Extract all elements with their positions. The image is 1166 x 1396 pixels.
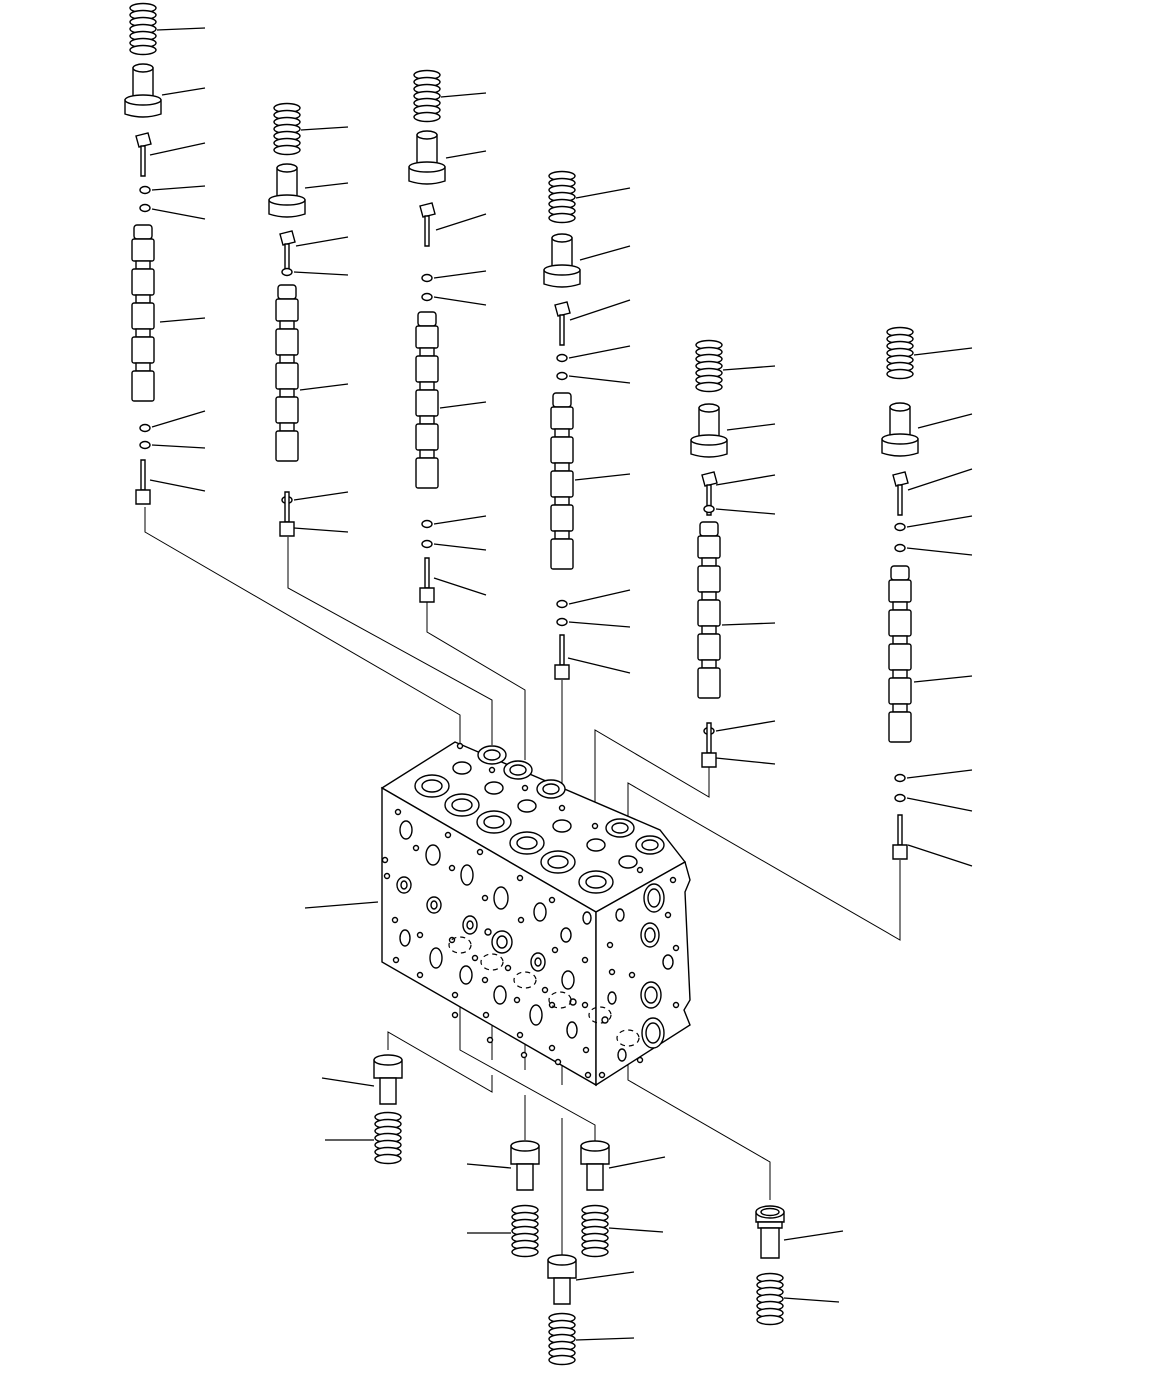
- o-ring: [139, 423, 151, 433]
- spring-retainer: [543, 233, 581, 288]
- side-face-holes: [598, 866, 680, 1079]
- o-ring: [556, 353, 568, 363]
- front-face-holes: [381, 808, 640, 1079]
- valve-stack-4: [543, 170, 631, 680]
- stopper: [419, 202, 436, 247]
- top-ports: [414, 742, 665, 894]
- plug: [135, 459, 151, 505]
- bottom-cap: [547, 1254, 577, 1305]
- spring-retainer: [690, 403, 728, 458]
- stopper: [279, 230, 296, 275]
- spring: [511, 1204, 539, 1258]
- bottom-parts: [321, 1054, 844, 1366]
- o-ring: [894, 773, 906, 783]
- bottom-cap: [373, 1054, 403, 1105]
- spring: [273, 102, 301, 156]
- spool: [697, 521, 721, 699]
- valve-stack-6: [881, 326, 973, 867]
- o-ring: [556, 599, 568, 609]
- spring-retainer: [268, 163, 306, 218]
- o-ring: [894, 522, 906, 532]
- spool: [550, 392, 574, 570]
- spring: [695, 339, 723, 393]
- spring: [548, 1312, 576, 1366]
- spool: [888, 565, 912, 743]
- stopper: [135, 132, 152, 177]
- o-ring: [421, 539, 433, 549]
- bottom-cap: [580, 1140, 610, 1191]
- o-ring: [139, 185, 151, 195]
- valve-stack-3: [408, 69, 487, 603]
- spring: [374, 1111, 402, 1165]
- spring: [756, 1272, 784, 1326]
- spring-retainer: [408, 130, 446, 185]
- bottom-cap: [510, 1140, 540, 1191]
- plug: [554, 634, 570, 680]
- spring-retainer: [124, 63, 162, 118]
- spring: [886, 326, 914, 380]
- stopper: [554, 301, 571, 346]
- spring: [548, 170, 576, 224]
- block-leader-line: [304, 901, 379, 909]
- o-ring: [894, 543, 906, 553]
- valve-stack-2: [268, 102, 349, 537]
- spring-retainer: [881, 402, 919, 457]
- o-ring: [556, 617, 568, 627]
- plug: [892, 814, 908, 860]
- o-ring: [281, 267, 293, 277]
- valve-stack-1: [124, 2, 206, 505]
- plug: [419, 557, 435, 603]
- o-ring: [894, 793, 906, 803]
- o-ring: [139, 440, 151, 450]
- o-ring: [421, 519, 433, 529]
- o-ring: [703, 504, 715, 514]
- spool: [415, 311, 439, 489]
- spring: [129, 2, 157, 56]
- spring: [581, 1204, 609, 1258]
- o-ring: [421, 292, 433, 302]
- valve-body-block: [304, 741, 691, 1087]
- o-ring: [139, 203, 151, 213]
- valve-stack-5: [690, 339, 776, 768]
- o-ring: [421, 273, 433, 283]
- spool: [275, 284, 299, 462]
- spool: [131, 224, 155, 402]
- o-ring: [556, 371, 568, 381]
- bottom-plug: [755, 1205, 785, 1259]
- stopper: [892, 471, 909, 516]
- spring: [413, 69, 441, 123]
